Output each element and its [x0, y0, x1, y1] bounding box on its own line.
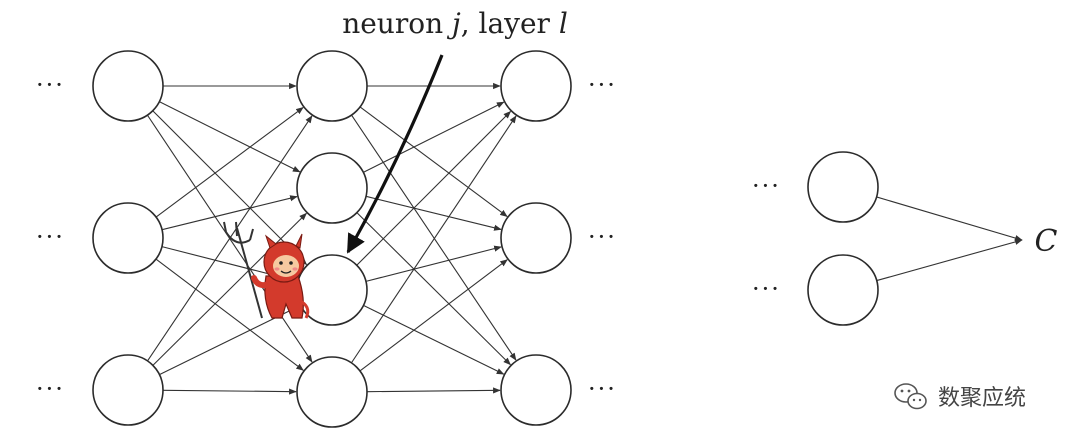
edge-output-1-to-c [876, 238, 1023, 282]
edge-l1-0-to-l2-1 [159, 101, 301, 173]
annotation-arrow [346, 54, 444, 254]
annotation-separator: , layer [461, 7, 559, 40]
edge-l2-1-to-l3-2 [356, 212, 511, 366]
ellipsis-left-0: ··· [36, 71, 65, 99]
edge-l2-3-to-l3-0 [350, 115, 517, 364]
edge-l2-1-to-l3-1 [365, 195, 502, 231]
ellipsis-output-0: ··· [752, 172, 781, 200]
connections [146, 82, 1023, 395]
edge-l2-2-to-l3-1 [365, 245, 502, 282]
watermark: 数聚应统 [894, 383, 1026, 411]
edge-l2-0-to-l3-2 [351, 114, 517, 361]
ellipsis-markers: ··· ··· ··· ··· ··· ··· ··· ··· [36, 71, 781, 403]
neuron-layer-l-plus-1-2 [500, 354, 572, 426]
neuron-output-1 [807, 254, 879, 326]
edge-l1-2-to-l2-1 [152, 212, 307, 366]
neuron-output-0 [807, 151, 879, 223]
neuron-layer-l-0 [296, 50, 368, 122]
neuron-layer-l-3 [296, 356, 368, 428]
edge-l2-0-to-l3-1 [359, 106, 508, 217]
neurons [92, 50, 879, 428]
ellipsis-left-1: ··· [36, 223, 65, 251]
neuron-layer-l-plus-1-0 [500, 50, 572, 122]
annotation-layer-var: l [559, 7, 568, 40]
devil-mascot-icon [223, 221, 310, 319]
edge-l2-1-to-l3-0 [363, 101, 505, 173]
edge-l2-3-to-l3-2 [366, 387, 501, 394]
edge-l2-3-to-l3-1 [359, 259, 508, 372]
edge-l1-1-to-l2-0 [155, 107, 304, 218]
edge-l1-1-to-l2-1 [161, 195, 298, 231]
edge-l2-2-to-l3-0 [356, 110, 512, 266]
edge-l1-1-to-l2-3 [155, 258, 304, 371]
edge-l1-2-to-l2-3 [162, 388, 297, 395]
neuron-layer-l-minus-1-1 [92, 202, 164, 274]
annotation-label: neuron j, layer l [342, 7, 568, 40]
neuron-layer-l-minus-1-0 [92, 50, 164, 122]
edge-l2-2-to-l3-2 [363, 304, 505, 375]
output-label-c: C [1035, 224, 1058, 259]
edge-output-0-to-c [876, 196, 1023, 241]
ellipsis-output-1: ··· [752, 275, 781, 303]
neuron-layer-l-minus-1-2 [92, 354, 164, 426]
ellipsis-left-2: ··· [36, 375, 65, 403]
ellipsis-right-0: ··· [588, 71, 617, 99]
wechat-icon [894, 383, 927, 410]
ellipsis-right-1: ··· [588, 223, 617, 251]
neuron-layer-l-plus-1-1 [500, 202, 572, 274]
annotation-prefix: neuron [342, 7, 452, 40]
neuron-layer-l-1 [296, 152, 368, 224]
watermark-text: 数聚应统 [938, 386, 1026, 411]
ellipsis-right-2: ··· [588, 375, 617, 403]
